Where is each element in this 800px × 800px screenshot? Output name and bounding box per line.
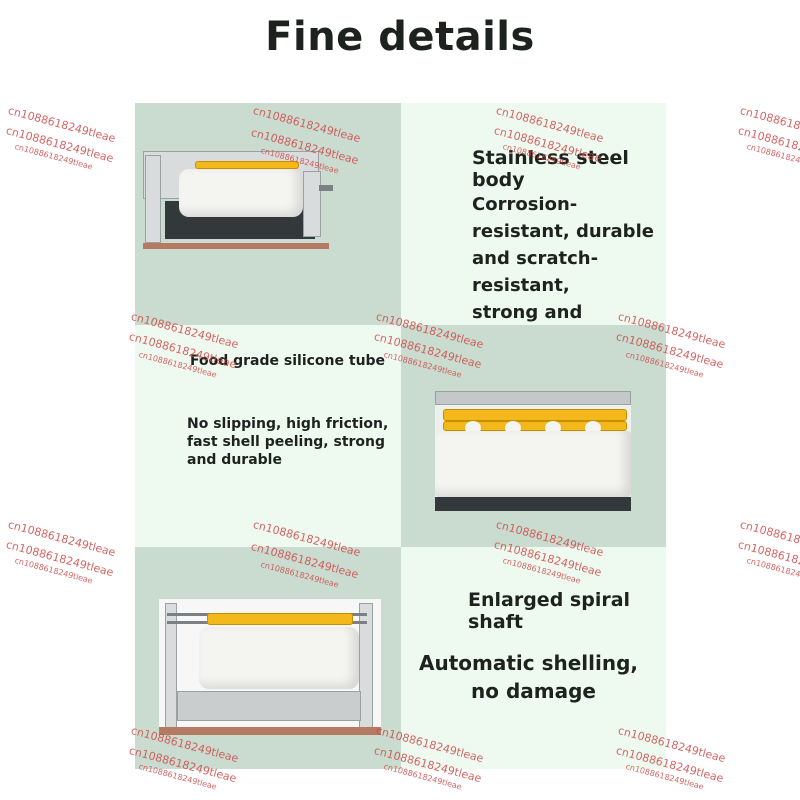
spiral-shaft-text-panel: Enlarged spiral shaft Automatic shelling… <box>401 547 666 769</box>
feature-description: Automatic shelling, no damage <box>419 651 639 703</box>
stainless-body-image-panel <box>135 103 401 325</box>
feature-heading: Food grade silicone tube <box>190 353 386 369</box>
feature-description: Corrosion-resistant, durable and scratch… <box>472 194 654 323</box>
feature-heading: Stainless steel body <box>472 147 629 191</box>
page-title: Fine details <box>265 14 535 60</box>
silicone-tube-text-panel: Food grade silicone tube No slipping, hi… <box>135 325 401 547</box>
silicone-tube-image-panel <box>401 325 666 547</box>
machine-image <box>143 151 333 251</box>
feature-heading: Enlarged spiral shaft <box>468 589 631 633</box>
feature-grid: Stainless steel body Corrosion-resistant… <box>135 103 666 769</box>
feature-description: No slipping, high friction, fast shell p… <box>187 416 389 468</box>
machine-front-image <box>159 599 381 735</box>
spiral-shaft-image-panel <box>135 547 401 769</box>
roller-closeup-image <box>435 391 631 511</box>
stainless-body-text-panel: Stainless steel body Corrosion-resistant… <box>401 103 666 325</box>
